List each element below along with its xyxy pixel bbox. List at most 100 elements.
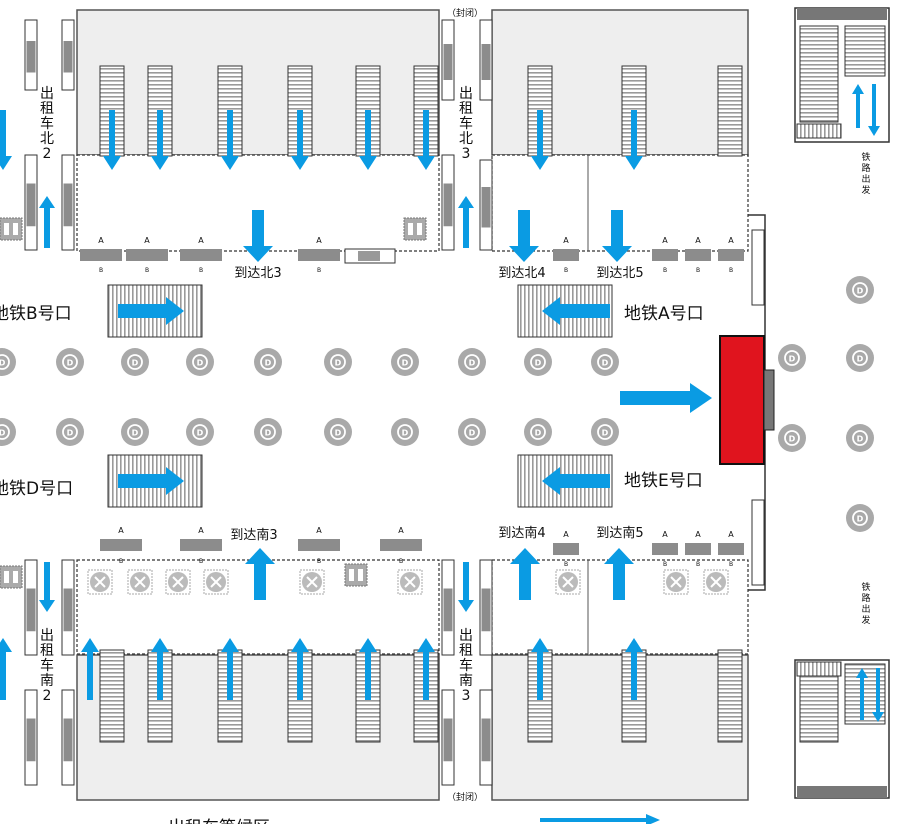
direction-arrow-icon: [542, 467, 610, 495]
seat-bar: [718, 543, 744, 555]
direction-arrow-icon: [542, 297, 610, 325]
direction-arrow-icon: [458, 562, 474, 612]
direction-arrow-icon: [540, 814, 660, 824]
direction-arrow-icon: [245, 548, 275, 600]
arrive-north-3-label: 到达北3: [234, 266, 281, 281]
pillar-label: D: [602, 359, 609, 368]
pillar-label: D: [857, 435, 864, 444]
blocked-x-icon: [555, 569, 581, 595]
door-fill: [443, 588, 453, 632]
pillar-d-icon: D: [778, 344, 806, 372]
direction-arrow-icon: [221, 638, 239, 700]
pillar-d-icon: D: [186, 418, 214, 446]
pillar-label: D: [402, 429, 409, 438]
pillar-d-icon: D: [56, 418, 84, 446]
direction-arrow-icon: [852, 84, 864, 128]
escalator-icon: [717, 649, 743, 743]
char: 租: [40, 643, 54, 659]
char: 发: [861, 184, 870, 196]
char: 出: [459, 86, 473, 102]
door-fill: [481, 187, 491, 228]
restroom-icon: [344, 563, 368, 587]
door-fill: [26, 718, 36, 762]
pillar-d-icon: D: [846, 424, 874, 452]
pillar-d-icon: D: [56, 348, 84, 376]
closed-label-bottom: （封闭）: [447, 791, 483, 803]
pillar-d-icon: D: [254, 418, 282, 446]
metro-d-label: 地铁D号口: [0, 479, 73, 499]
pillar-label: D: [335, 359, 342, 368]
door-fill: [481, 588, 491, 632]
pillar-d-icon: D: [524, 418, 552, 446]
char: 租: [459, 101, 473, 117]
blocked-x-icon: [127, 569, 153, 595]
char: 租: [40, 101, 54, 117]
seat-bar: [652, 249, 678, 261]
direction-arrow-icon: [0, 638, 12, 700]
pillar-label: D: [0, 359, 6, 368]
pillar-d-icon: D: [324, 348, 352, 376]
direction-arrow-icon: [291, 110, 309, 170]
seat-label-b: B: [696, 267, 700, 274]
pillar-label: D: [335, 429, 342, 438]
char: 铁: [861, 581, 870, 593]
direction-arrow-icon: [81, 638, 99, 700]
door-fill: [63, 718, 73, 762]
escalator-icon: [717, 65, 743, 157]
arrive-south-3-label: 到达南3: [230, 527, 277, 543]
char: 3: [462, 688, 471, 704]
seat-label-a: A: [118, 526, 124, 535]
direction-arrow-icon: [458, 196, 474, 248]
pillar-label: D: [789, 355, 796, 364]
escalator-icon: [799, 675, 839, 743]
escalator-icon: [799, 25, 839, 123]
seat-label-b: B: [696, 561, 700, 568]
gate-icon: [796, 661, 842, 677]
char: 出: [861, 173, 870, 185]
pillar-label: D: [67, 429, 74, 438]
direction-arrow-icon: [39, 196, 55, 248]
pillar-d-icon: D: [254, 348, 282, 376]
direction-arrow-icon: [151, 638, 169, 700]
seat-label-b: B: [399, 558, 403, 565]
char: 路: [861, 162, 870, 174]
blocked-x-icon: [165, 569, 191, 595]
direction-arrow-icon: [417, 110, 435, 170]
seat-bar: [652, 543, 678, 555]
char: 南: [459, 673, 473, 689]
restroom-icon: [0, 565, 23, 589]
direction-arrow-icon: [509, 210, 539, 262]
seat-bar: [718, 249, 744, 261]
direction-arrow-icon: [118, 297, 184, 325]
char: 北: [40, 131, 54, 147]
char: 北: [459, 131, 473, 147]
char: 出: [459, 628, 473, 644]
door-fill: [63, 183, 73, 227]
char: 出: [40, 628, 54, 644]
direction-arrow-icon: [118, 467, 184, 495]
seat-label-a: A: [98, 236, 104, 245]
pillar-label: D: [535, 429, 542, 438]
seat-label-a: A: [316, 236, 322, 245]
direction-arrow-icon: [359, 110, 377, 170]
escalator-icon: [844, 25, 886, 77]
waiting-zone: [76, 654, 440, 801]
direction-arrow-icon: [0, 110, 12, 170]
direction-arrow-icon: [39, 562, 55, 612]
char: 路: [861, 592, 870, 604]
seat-label-b: B: [564, 267, 568, 274]
restroom-icon: [0, 217, 23, 241]
char: 铁: [861, 151, 870, 163]
direction-arrow-icon: [243, 210, 273, 262]
direction-arrow-icon: [103, 110, 121, 170]
char: 车: [459, 657, 473, 674]
direction-arrow-icon: [868, 84, 880, 136]
pillar-d-icon: D: [324, 418, 352, 446]
direction-arrow-icon: [417, 638, 435, 700]
arrive-south-4-label: 到达南4: [498, 525, 545, 541]
gate-icon: [796, 123, 842, 139]
seat-label-a: A: [662, 530, 668, 539]
door-fill: [63, 588, 73, 632]
